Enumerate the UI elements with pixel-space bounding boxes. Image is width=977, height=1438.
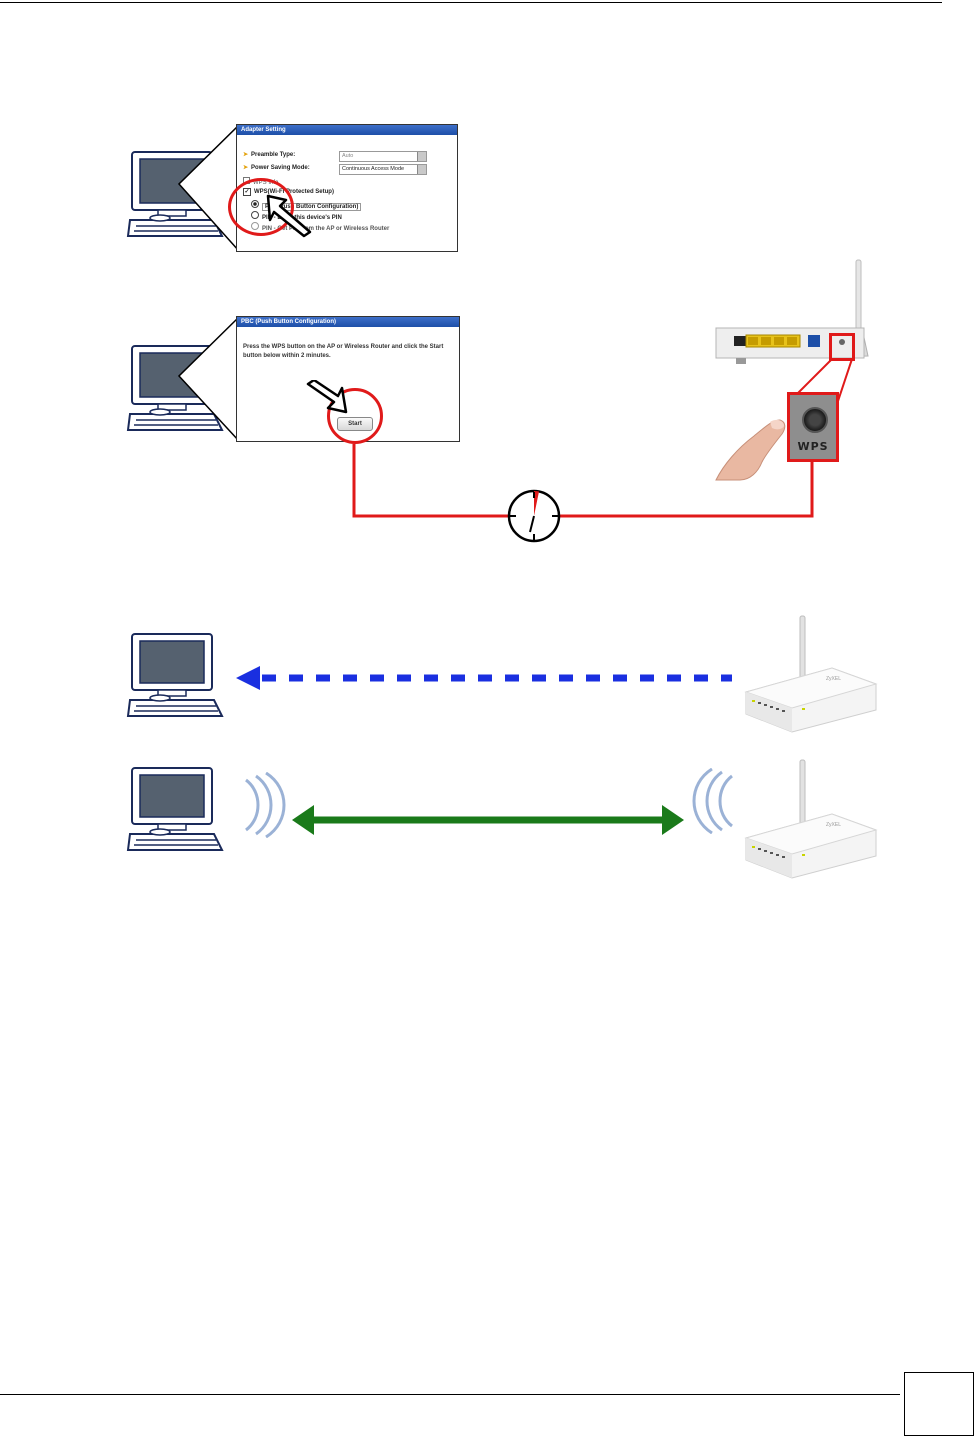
data-transfer-arrow	[236, 666, 732, 690]
cursor-arrow-icon	[306, 380, 348, 414]
computer-icon	[126, 633, 224, 717]
wireless-waves-icon	[245, 772, 286, 838]
bullet-icon: ➤	[243, 165, 249, 171]
cursor-arrow-icon	[266, 194, 312, 238]
callout-pointer	[178, 316, 240, 442]
preamble-label: Preamble Type:	[251, 152, 296, 158]
wps-highlight-circle	[228, 178, 294, 236]
wireless-waves-icon	[692, 768, 733, 834]
pbc-panel-title: PBC (Push Button Configuration)	[237, 317, 459, 327]
timer-connection-line	[352, 444, 814, 518]
router-icon: ZyXEL	[744, 615, 878, 733]
preamble-select[interactable]: Auto	[339, 151, 427, 162]
adapter-panel-title: Adapter Setting	[237, 125, 457, 135]
chevron-down-icon	[417, 152, 426, 161]
wps-port-highlight	[829, 333, 855, 361]
router-icon: ZyXEL	[744, 759, 878, 879]
page-number-box	[904, 1372, 974, 1436]
stopwatch-icon	[507, 489, 561, 543]
footer-rule	[0, 1394, 900, 1395]
pbc-panel: PBC (Push Button Configuration) Press th…	[236, 316, 460, 442]
pbc-instruction-line2: button below within 2 minutes.	[243, 353, 331, 359]
wps-checkbox-label: WPS(Wi-Fi Protected Setup)	[254, 189, 334, 195]
pin-option-label: PIN - Enter this device's PIN	[262, 215, 342, 221]
connection-arrow	[292, 805, 684, 835]
wps-button-closeup: WPS	[787, 392, 839, 462]
chevron-down-icon	[417, 165, 426, 174]
header-rule	[0, 2, 942, 3]
pin-get-label: PIN - Get PIN from the AP or Wireless Ro…	[262, 226, 390, 232]
svg-text:ZyXEL: ZyXEL	[826, 676, 841, 682]
callout-pointer	[178, 124, 240, 252]
computer-icon	[126, 767, 224, 851]
svg-text:ZyXEL: ZyXEL	[826, 822, 841, 828]
start-highlight-circle	[327, 388, 383, 444]
pbc-instruction-line1: Press the WPS button on the AP or Wirele…	[243, 344, 444, 350]
pbc-option-label: PBC(Push Button Configuration)	[262, 203, 362, 211]
wps-button-icon[interactable]	[802, 407, 828, 433]
power-saving-label: Power Saving Mode:	[251, 165, 310, 171]
bullet-icon: ➤	[243, 152, 249, 158]
wps-label: WPS	[797, 440, 829, 453]
power-saving-select[interactable]: Continuous Access Mode	[339, 164, 427, 175]
finger-icon	[715, 419, 786, 481]
